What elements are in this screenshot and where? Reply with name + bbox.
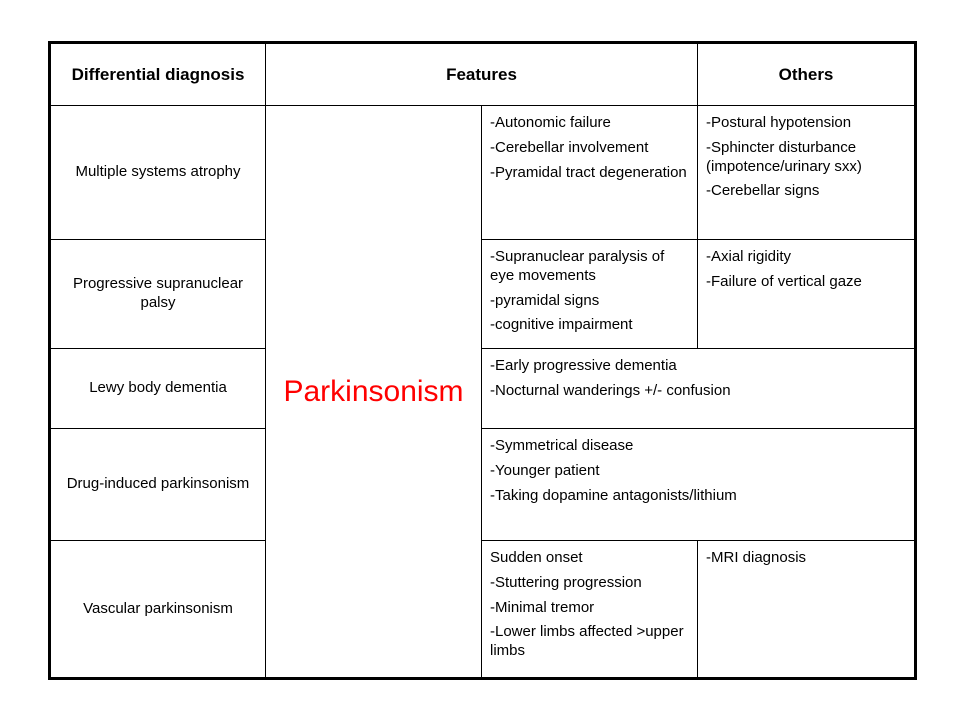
diagnosis-cell: Multiple systems atrophy	[49, 105, 266, 240]
list-item: -Cerebellar signs	[706, 182, 820, 200]
list-item: -Minimal tremor	[490, 598, 595, 616]
diagnosis-label: Drug-induced parkinsonism	[66, 475, 250, 493]
list-item: -Nocturnal wanderings +/- confusion	[490, 381, 731, 399]
features-cell: Sudden onset -Stuttering progression -Mi…	[481, 540, 698, 679]
differential-diagnosis-table: Differential diagnosis Features Others M…	[48, 41, 917, 680]
features-cell: -Symmetrical disease -Younger patient -T…	[481, 428, 916, 541]
diagnosis-cell: Vascular parkinsonism	[49, 540, 266, 679]
parkinsonism-cell: Parkinsonism	[265, 105, 482, 679]
list-item: -cognitive impairment	[490, 316, 633, 334]
diagnosis-label: Multiple systems atrophy	[75, 163, 241, 181]
table-row: Drug-induced parkinsonism -Symmetrical d…	[49, 428, 916, 541]
list-item: -Cerebellar involvement	[490, 138, 649, 156]
list-item: -Stuttering progression	[490, 573, 642, 591]
list-item: -Symmetrical disease	[490, 437, 634, 454]
list-item: -Sphincter disturbance (impotence/urinar…	[706, 138, 862, 175]
list-item: -Axial rigidity	[706, 248, 792, 265]
parkinsonism-label: Parkinsonism	[283, 374, 464, 408]
list-item: -pyramidal signs	[490, 291, 600, 309]
features-cell: -Supranuclear paralysis of eye movements…	[481, 239, 698, 349]
features-cell: -Early progressive dementia -Nocturnal w…	[481, 348, 916, 429]
table-row: Vascular parkinsonism Sudden onset -Stut…	[49, 540, 916, 679]
list-item: Sudden onset	[490, 549, 583, 566]
list-item: -Supranuclear paralysis of eye movements	[490, 248, 665, 284]
diagnosis-label: Lewy body dementia	[89, 379, 227, 397]
diagnosis-cell: Drug-induced parkinsonism	[49, 428, 266, 541]
list-item: -Taking dopamine antagonists/lithium	[490, 486, 737, 504]
list-item: -Postural hypotension	[706, 114, 852, 131]
diagnosis-cell: Progressive supranuclear palsy	[49, 239, 266, 349]
diagnosis-label: Vascular parkinsonism	[83, 599, 233, 617]
features-cell: -Autonomic failure -Cerebellar involveme…	[481, 105, 698, 240]
header-row: Differential diagnosis Features Others	[49, 42, 916, 106]
table-row: Progressive supranuclear palsy -Supranuc…	[49, 239, 916, 349]
diagnosis-label: Progressive supranuclear palsy	[72, 275, 244, 311]
header-diagnosis: Differential diagnosis	[49, 42, 266, 106]
list-item: -MRI diagnosis	[706, 549, 807, 566]
others-cell: -Postural hypotension -Sphincter disturb…	[697, 105, 916, 240]
others-cell: -MRI diagnosis	[697, 540, 916, 679]
list-item: -Early progressive dementia	[490, 357, 677, 374]
list-item: -Pyramidal tract degeneration	[490, 163, 687, 181]
list-item: -Lower limbs affected >upper limbs	[490, 623, 684, 659]
list-item: -Failure of vertical gaze	[706, 272, 862, 290]
header-others: Others	[697, 42, 916, 106]
header-features: Features	[265, 42, 698, 106]
diagnosis-cell: Lewy body dementia	[49, 348, 266, 429]
table-row: Lewy body dementia -Early progressive de…	[49, 348, 916, 429]
list-item: -Younger patient	[490, 461, 600, 479]
list-item: -Autonomic failure	[490, 114, 611, 131]
table-row: Multiple systems atrophy Parkinsonism -A…	[49, 105, 916, 679]
others-cell: -Axial rigidity -Failure of vertical gaz…	[697, 239, 916, 349]
